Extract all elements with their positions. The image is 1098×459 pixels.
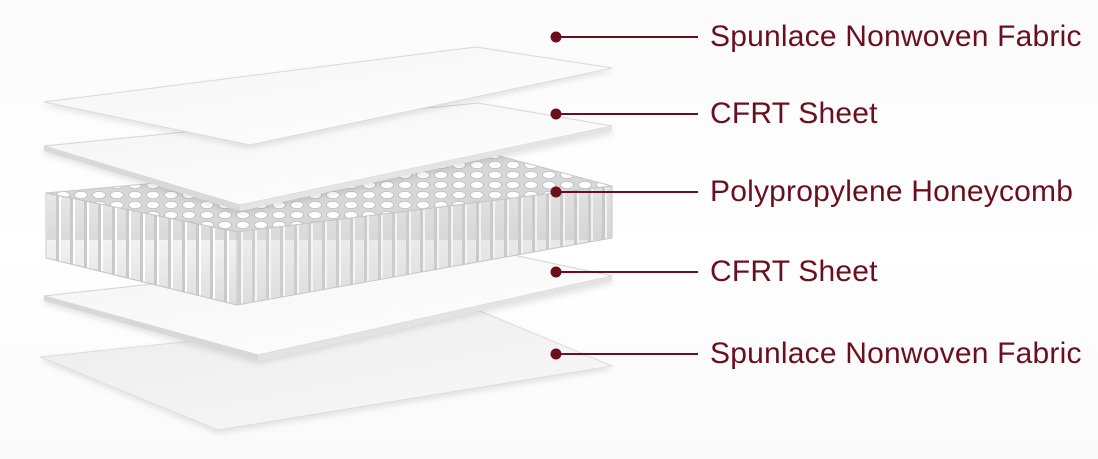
layer-label-top-fabric: Spunlace Nonwoven Fabric: [710, 20, 1082, 53]
top-cfrt-sheet-layer: [43, 102, 613, 211]
top-fabric-layer: [43, 46, 613, 146]
layer-label-honeycomb: Polypropylene Honeycomb: [710, 175, 1074, 208]
callout-dot: [550, 31, 562, 43]
callout-5: [550, 348, 698, 360]
callout-dot: [550, 186, 562, 198]
honeycomb-core-layer: [45, 152, 613, 306]
callout-dot: [550, 266, 562, 278]
callout-4: [550, 266, 698, 278]
callout-2: [550, 108, 698, 120]
layer-label-top-cfrt-sheet: CFRT Sheet: [710, 97, 878, 130]
callout-dot: [550, 348, 562, 360]
bottom-cfrt-sheet-layer: [43, 247, 613, 361]
layer-label-bottom-fabric: Spunlace Nonwoven Fabric: [710, 337, 1082, 370]
layer-label-bottom-cfrt-sheet: CFRT Sheet: [710, 255, 878, 288]
callout-3: [550, 186, 698, 198]
callout-dot: [550, 108, 562, 120]
callout-1: [550, 31, 698, 43]
